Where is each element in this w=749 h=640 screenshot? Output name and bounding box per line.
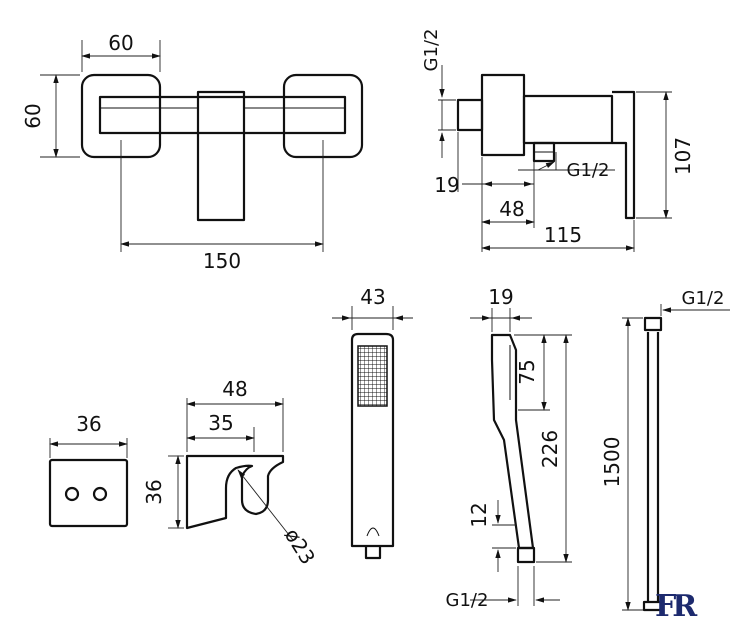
wall-holder-front-view: 36 (48, 412, 129, 528)
head-total-length-label: 226 (538, 430, 562, 468)
holder-front-width-label: 36 (76, 412, 101, 436)
hose-view: 1500 G1/2 (600, 288, 730, 612)
mixer-side-view: G1/2 107 19 G1/2 48 115 (421, 29, 695, 252)
mixer-inlet-length-label: 19 (434, 173, 459, 197)
brand-logo-text: FR (655, 589, 698, 624)
hose-thread-label: G1/2 (682, 288, 725, 309)
mixer-outlet-offset-label: 48 (499, 197, 524, 221)
shower-head-front-view: 43 (332, 285, 413, 560)
brand-logo: FR (655, 589, 702, 624)
head-thread-label: G1/2 (446, 590, 489, 611)
head-neck-length-label: 12 (467, 502, 491, 527)
holder-height-label: 36 (142, 479, 166, 504)
mixer-side-height-label: 107 (671, 137, 695, 175)
holder-inner-width-label: 35 (208, 411, 233, 435)
head-length-label: 75 (515, 359, 539, 384)
mixer-outlet-thread-label: G1/2 (567, 160, 610, 181)
mixer-front-centers-label: 150 (203, 249, 241, 273)
holder-outer-width-label: 48 (222, 377, 247, 401)
hose-length-label: 1500 (600, 437, 624, 488)
head-front-width-label: 43 (360, 285, 385, 309)
mixer-front-view: 60 60 150 (21, 31, 364, 273)
mixer-inlet-thread-label: G1/2 (421, 29, 442, 72)
wall-holder-side-view: 48 35 36 ø23 (142, 377, 320, 569)
shower-head-side-view: 19 75 226 12 G1/2 (446, 285, 572, 611)
mixer-front-width-label: 60 (108, 31, 133, 55)
head-side-thickness-label: 19 (488, 285, 513, 309)
mixer-front-height-label: 60 (21, 103, 45, 128)
mixer-depth-label: 115 (544, 223, 582, 247)
